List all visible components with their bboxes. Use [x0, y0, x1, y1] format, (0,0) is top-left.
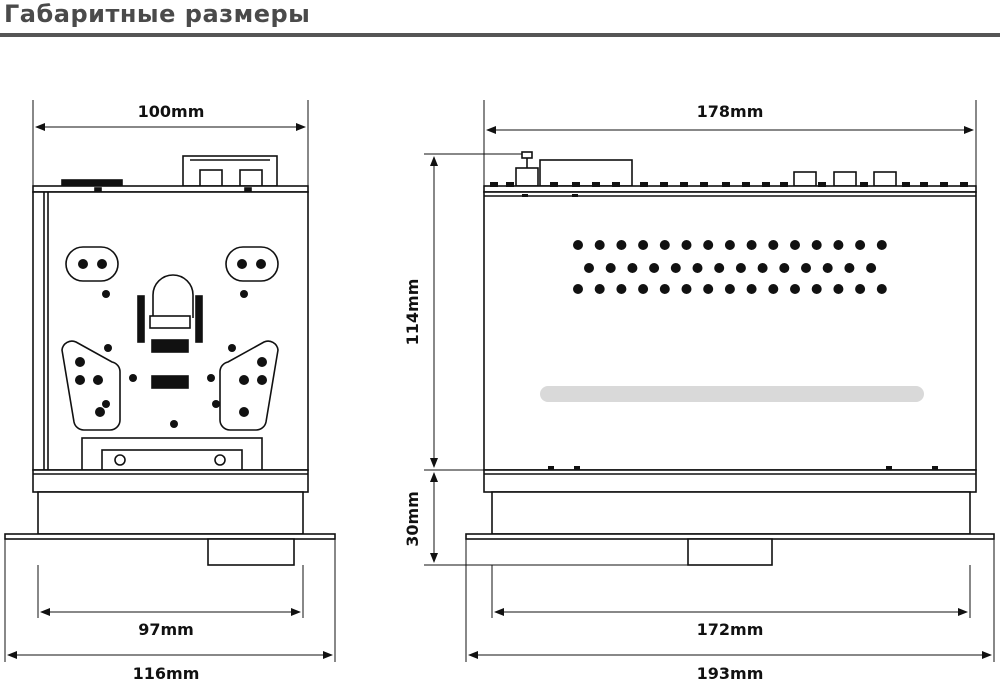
vent-hole	[811, 240, 822, 250]
vent-hole	[844, 263, 855, 273]
front-mount-flange	[4, 533, 336, 540]
vent-hole	[724, 240, 735, 250]
vent-hole	[584, 263, 594, 273]
page-title: Габаритные размеры	[4, 0, 311, 28]
vent-hole	[779, 263, 790, 273]
dim-front-width-top: 100mm	[138, 102, 205, 121]
vent-hole	[855, 284, 866, 294]
socket-left	[65, 246, 119, 282]
vent-hole	[692, 263, 703, 273]
vent-hole	[746, 240, 757, 250]
vent-hole	[801, 263, 811, 273]
dim-front-width-total: 116mm	[133, 664, 200, 683]
vent-hole	[703, 240, 714, 250]
side-view	[465, 151, 995, 566]
side-top-terminal	[515, 167, 539, 187]
vent-hole	[790, 240, 800, 250]
vent-hole	[649, 263, 660, 273]
vent-hole	[833, 284, 844, 294]
vent-hole	[659, 240, 670, 250]
vent-hole	[681, 284, 692, 294]
dim-side-length-top: 178mm	[697, 102, 764, 121]
vent-hole	[616, 284, 627, 294]
vent-hole	[714, 263, 725, 273]
vent-hole	[746, 284, 757, 294]
vent-hole	[876, 240, 887, 250]
vent-hole	[876, 284, 887, 294]
side-slot	[540, 386, 924, 402]
dim-side-height-body: 114mm	[403, 279, 422, 346]
front-view	[4, 155, 336, 566]
dim-side-length-total: 193mm	[697, 664, 764, 683]
side-body	[483, 191, 977, 471]
front-body	[32, 191, 309, 471]
vent-hole	[866, 263, 877, 273]
side-bottom-block	[687, 538, 773, 566]
dim-front-width-base: 97mm	[138, 620, 194, 639]
vent-hole	[757, 263, 768, 273]
vent-hole	[790, 284, 800, 294]
vent-hole	[703, 284, 714, 294]
dim-side-height-base: 30mm	[403, 491, 422, 547]
vent-hole	[833, 240, 844, 250]
vent-hole	[735, 263, 746, 273]
vent-hole	[822, 263, 833, 273]
front-base-block	[37, 491, 304, 535]
vent-hole	[594, 284, 605, 294]
side-top-pins	[490, 182, 968, 470]
vent-hole	[638, 240, 649, 250]
vent-hole	[616, 240, 627, 250]
vent-hole	[605, 263, 616, 273]
vent-hole	[638, 284, 649, 294]
vent-hole	[670, 263, 681, 273]
vent-hole	[573, 284, 583, 294]
socket-right	[225, 246, 279, 282]
side-base-block	[491, 491, 971, 535]
vent-hole	[724, 284, 735, 294]
dim-side-length-base: 172mm	[697, 620, 764, 639]
vent-hole	[811, 284, 822, 294]
vent-hole	[768, 284, 779, 294]
vent-hole	[659, 284, 670, 294]
title-underline	[0, 33, 1000, 37]
side-top-connector	[539, 159, 633, 187]
vent-hole	[855, 240, 866, 250]
vent-hole	[594, 240, 605, 250]
front-bottom-block	[207, 538, 295, 566]
vent-holes	[573, 240, 887, 294]
vent-hole	[768, 240, 779, 250]
front-view-holes	[75, 259, 267, 428]
vent-hole	[681, 240, 692, 250]
vent-hole	[627, 263, 638, 273]
vent-hole	[573, 240, 583, 250]
